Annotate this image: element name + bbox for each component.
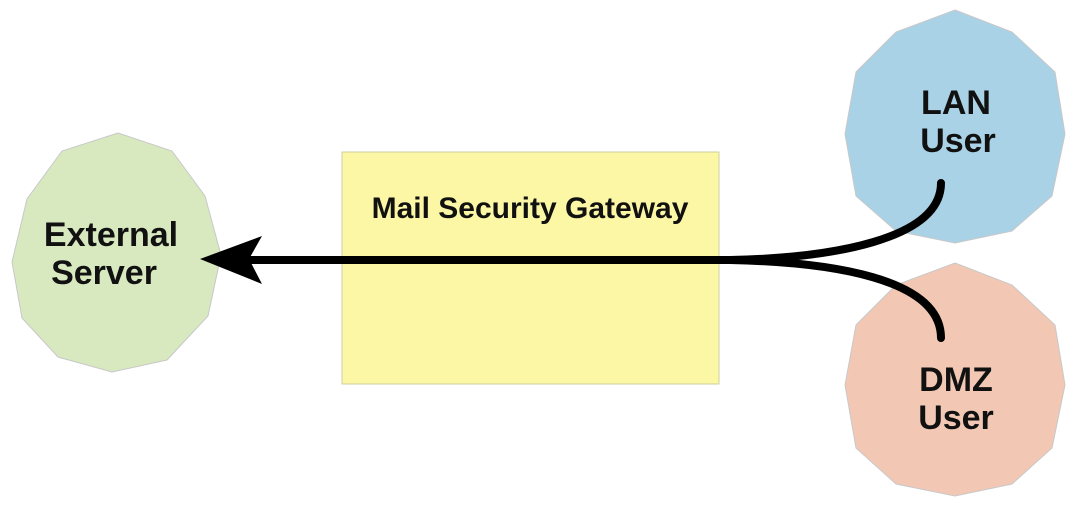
gateway-box (341, 151, 720, 385)
lan-user-label-line2: User (920, 122, 996, 160)
external-server-node: External Server (11, 132, 222, 373)
dmz-user-flow-line (726, 256, 945, 342)
gateway-label: Mail Security Gateway (372, 192, 689, 225)
lan-user-node: LAN User (844, 9, 1066, 244)
dmz-user-shape (844, 262, 1066, 497)
dmz-user-node: DMZ User (844, 262, 1066, 497)
external-server-shape (11, 132, 222, 373)
lan-user-label-line1: LAN (921, 84, 991, 122)
gateway-node: Mail Security Gateway (341, 151, 720, 385)
dmz-user-label-line1: DMZ (919, 361, 993, 399)
external-server-label-line1: External (44, 216, 178, 254)
dmz-user-label-line2: User (918, 399, 994, 437)
lan-user-shape (844, 9, 1066, 244)
flow-arrowhead (200, 236, 262, 284)
flow-arrows (200, 179, 945, 342)
external-server-label-line2: Server (51, 254, 157, 292)
